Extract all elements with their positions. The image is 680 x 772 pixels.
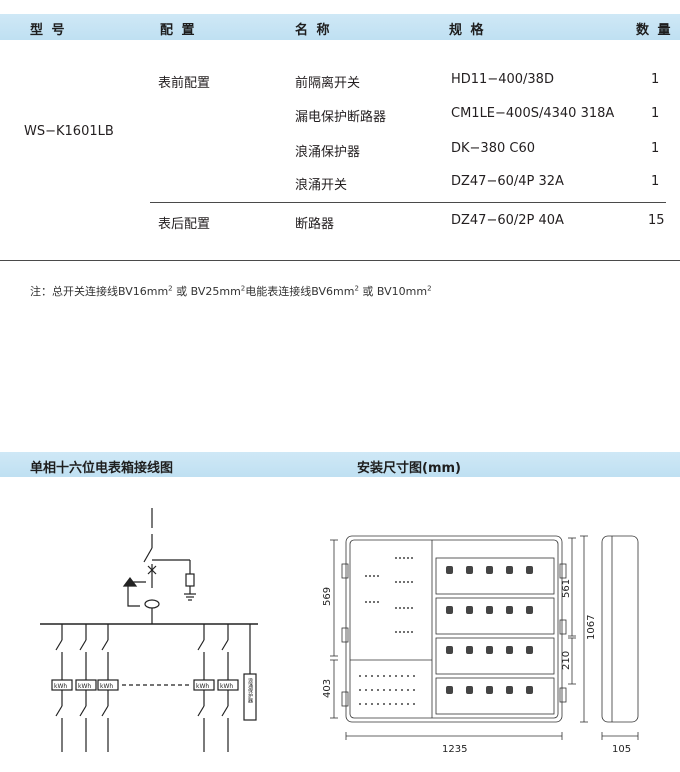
meter-label: kWh bbox=[220, 683, 233, 690]
dim-105: 105 bbox=[612, 744, 631, 755]
dim-1067: 1067 bbox=[586, 615, 597, 640]
meter-label: kWh bbox=[100, 683, 113, 690]
note-text: 电能表连接线BV6mm bbox=[245, 285, 355, 298]
dim-561: 561 bbox=[561, 579, 572, 598]
note-text: 或 BV25mm bbox=[172, 285, 241, 298]
group-divider bbox=[150, 202, 666, 203]
dim-569: 569 bbox=[322, 587, 333, 606]
row-spec: DZ47−60/4P 32A bbox=[451, 174, 564, 189]
row-spec: CM1LE−400S/4340 318A bbox=[451, 106, 615, 121]
row-qty: 1 bbox=[651, 106, 660, 121]
group-rear: 表后配置 bbox=[158, 217, 211, 232]
note-text: 或 BV10mm bbox=[358, 285, 428, 298]
group-front: 表前配置 bbox=[158, 76, 211, 91]
model-value: WS−K1601LB bbox=[24, 124, 114, 139]
note-sup: 2 bbox=[168, 284, 173, 293]
row-spec: HD11−400/38D bbox=[451, 72, 554, 87]
meter-label: kWh bbox=[196, 683, 209, 690]
note-sup: 2 bbox=[354, 284, 359, 293]
dim-403: 403 bbox=[322, 679, 333, 698]
header-model: 型 号 bbox=[30, 23, 67, 38]
row-name: 前隔离开关 bbox=[295, 76, 361, 91]
table-header-bar: 型 号 配 置 名 称 规 格 数 量 bbox=[0, 14, 680, 40]
row-spec: DK−380 C60 bbox=[451, 141, 535, 156]
row-name: 浪涌保护器 bbox=[295, 145, 361, 160]
header-name: 名 称 bbox=[295, 23, 332, 38]
row-name: 漏电保护断路器 bbox=[295, 110, 387, 125]
note-sup: 2 bbox=[427, 284, 432, 293]
meter-label: kWh bbox=[78, 683, 91, 690]
row-spec: DZ47−60/2P 40A bbox=[451, 213, 564, 228]
row-qty: 1 bbox=[651, 174, 660, 189]
install-title: 安装尺寸图(mm) bbox=[357, 461, 461, 476]
row-name: 浪涌开关 bbox=[295, 178, 348, 193]
install-diagram: 569 403 561 210 1067 1235 105 bbox=[322, 535, 639, 755]
header-config: 配 置 bbox=[160, 23, 197, 38]
dim-1235: 1235 bbox=[442, 744, 467, 755]
note-text: 总开关连接线BV16mm bbox=[52, 285, 169, 298]
wiring-title: 单相十六位电表箱接线图 bbox=[30, 461, 174, 476]
note-prefix: 注： bbox=[30, 285, 52, 298]
row-qty: 1 bbox=[651, 72, 660, 87]
surge-device-label: 浪涌保护器 bbox=[247, 677, 253, 704]
row-qty: 15 bbox=[648, 213, 665, 228]
wiring-diagram: kWh kWh kWh kWh kWh 浪涌保护器 bbox=[40, 508, 258, 752]
header-spec: 规 格 bbox=[449, 23, 486, 38]
section-bar: 单相十六位电表箱接线图 安装尺寸图(mm) bbox=[0, 452, 680, 477]
wiring-note: 注：总开关连接线BV16mm2 或 BV25mm2电能表连接线BV6mm2 或 … bbox=[30, 283, 432, 299]
table-bottom-rule bbox=[0, 260, 680, 261]
header-qty: 数 量 bbox=[636, 23, 673, 38]
meter-label: kWh bbox=[54, 683, 67, 690]
row-name: 断路器 bbox=[295, 217, 335, 232]
row-qty: 1 bbox=[651, 141, 660, 156]
note-sup: 2 bbox=[240, 284, 246, 293]
dim-210: 210 bbox=[561, 651, 572, 670]
